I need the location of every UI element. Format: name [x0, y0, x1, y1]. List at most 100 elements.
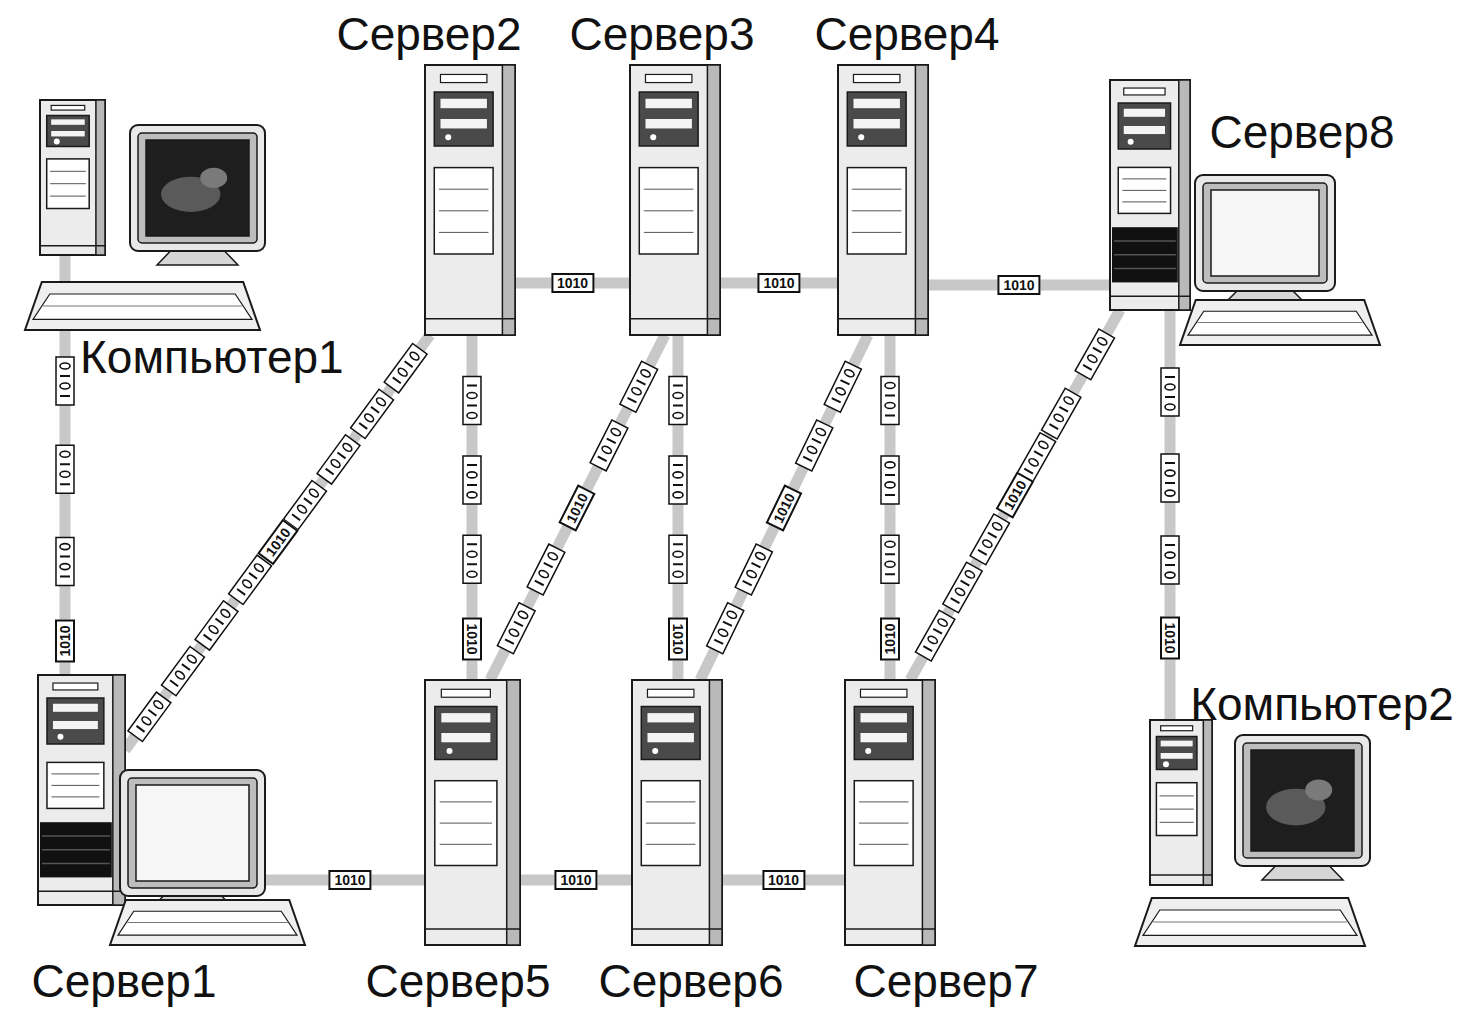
tower-base — [38, 890, 125, 892]
device-label: Сервер8 — [1209, 107, 1394, 158]
monitor-screen — [1251, 750, 1354, 851]
bit-mark — [751, 563, 760, 567]
bit-mark — [637, 380, 646, 385]
packet-box — [351, 389, 394, 438]
bit-mark — [844, 368, 856, 378]
bit-mark — [1165, 490, 1175, 496]
bit-mark — [1063, 395, 1075, 405]
bit-mark — [673, 472, 683, 478]
data-packet — [128, 692, 171, 741]
bit-mark — [60, 544, 70, 550]
power-button — [858, 134, 864, 140]
data-packet — [916, 610, 955, 661]
bit-mark — [174, 670, 186, 681]
bit-mark — [215, 618, 223, 624]
network-link — [700, 335, 868, 680]
panel-line — [646, 801, 696, 802]
drive-slot — [647, 733, 693, 742]
tower-side — [1203, 720, 1212, 885]
packet-label: 1010 — [328, 870, 371, 890]
packet-label: 1010 — [996, 471, 1035, 518]
device-label: Сервер6 — [598, 956, 783, 1007]
bit-mark — [136, 726, 144, 732]
data-packet — [590, 420, 628, 471]
bit-mark — [538, 569, 550, 579]
data-packet — [970, 514, 1009, 565]
bit-mark — [835, 386, 847, 396]
bit-mark — [535, 581, 544, 586]
packet-box — [916, 610, 955, 661]
tower-case — [38, 675, 125, 905]
bit-mark — [598, 457, 607, 462]
panel-line — [1122, 201, 1166, 202]
bit-mark — [723, 622, 732, 626]
panel-line — [852, 210, 902, 211]
panel-line — [852, 189, 902, 190]
bit-mark — [885, 474, 895, 476]
tower-base — [845, 928, 935, 930]
front-panel — [1156, 783, 1197, 836]
packet-box — [56, 538, 74, 586]
device-icon — [21, 96, 269, 334]
bit-mark — [885, 403, 895, 409]
drive-slot — [440, 99, 486, 108]
screen-image — [1305, 780, 1332, 801]
bit-mark — [405, 361, 413, 367]
monitor-body — [120, 770, 265, 896]
panel-line — [51, 785, 99, 786]
packet-box — [229, 555, 272, 604]
bit-mark — [981, 539, 993, 549]
packet-label: 1010 — [757, 273, 800, 293]
drive-slot — [1124, 109, 1165, 117]
keyboard-keys — [118, 911, 297, 935]
tower-vent — [441, 689, 490, 697]
band-stripe — [1114, 240, 1176, 242]
tower-base — [40, 245, 105, 247]
tower-base — [1150, 874, 1212, 876]
bit-mark — [1165, 396, 1175, 398]
packet-box — [284, 480, 327, 529]
tower-base — [632, 928, 722, 930]
panel-line — [440, 823, 492, 824]
bit-mark — [544, 563, 553, 568]
bit-mark — [673, 405, 683, 407]
device-illustration — [630, 65, 720, 335]
server: Сервер2 — [425, 65, 515, 335]
tower-base — [1110, 295, 1190, 297]
tower-vent — [53, 683, 98, 690]
dark-band — [40, 822, 112, 877]
bit-mark — [186, 654, 198, 665]
bit-mark — [204, 635, 212, 641]
bit-mark — [991, 521, 1003, 531]
drive-slot — [647, 713, 693, 722]
device-icon — [34, 671, 309, 949]
bit-mark — [673, 571, 683, 577]
tower-side — [502, 65, 515, 335]
device-illustration — [25, 100, 265, 330]
data-packet — [195, 601, 238, 650]
bit-mark — [467, 413, 477, 419]
bit-mark — [375, 396, 387, 407]
bit-mark — [628, 398, 637, 403]
drive-slot — [440, 119, 486, 128]
bit-mark — [978, 550, 987, 555]
bit-mark — [933, 629, 942, 634]
tower-case — [425, 680, 520, 945]
packet-box — [796, 420, 833, 471]
packet-box — [881, 456, 899, 504]
bit-mark — [237, 589, 245, 595]
dark-band — [1112, 227, 1178, 282]
bit-mark — [885, 462, 895, 468]
drive-bays — [435, 707, 497, 760]
monitor-screen — [136, 785, 249, 881]
tower-vent — [440, 74, 486, 82]
bit-mark — [393, 377, 401, 383]
packet-box — [620, 361, 658, 412]
bit-mark — [363, 412, 375, 423]
power-button — [1128, 139, 1134, 145]
packet-label: 1010 — [880, 617, 900, 660]
packet-box — [707, 603, 744, 654]
packet-box — [463, 377, 481, 425]
packet-box — [463, 456, 481, 504]
